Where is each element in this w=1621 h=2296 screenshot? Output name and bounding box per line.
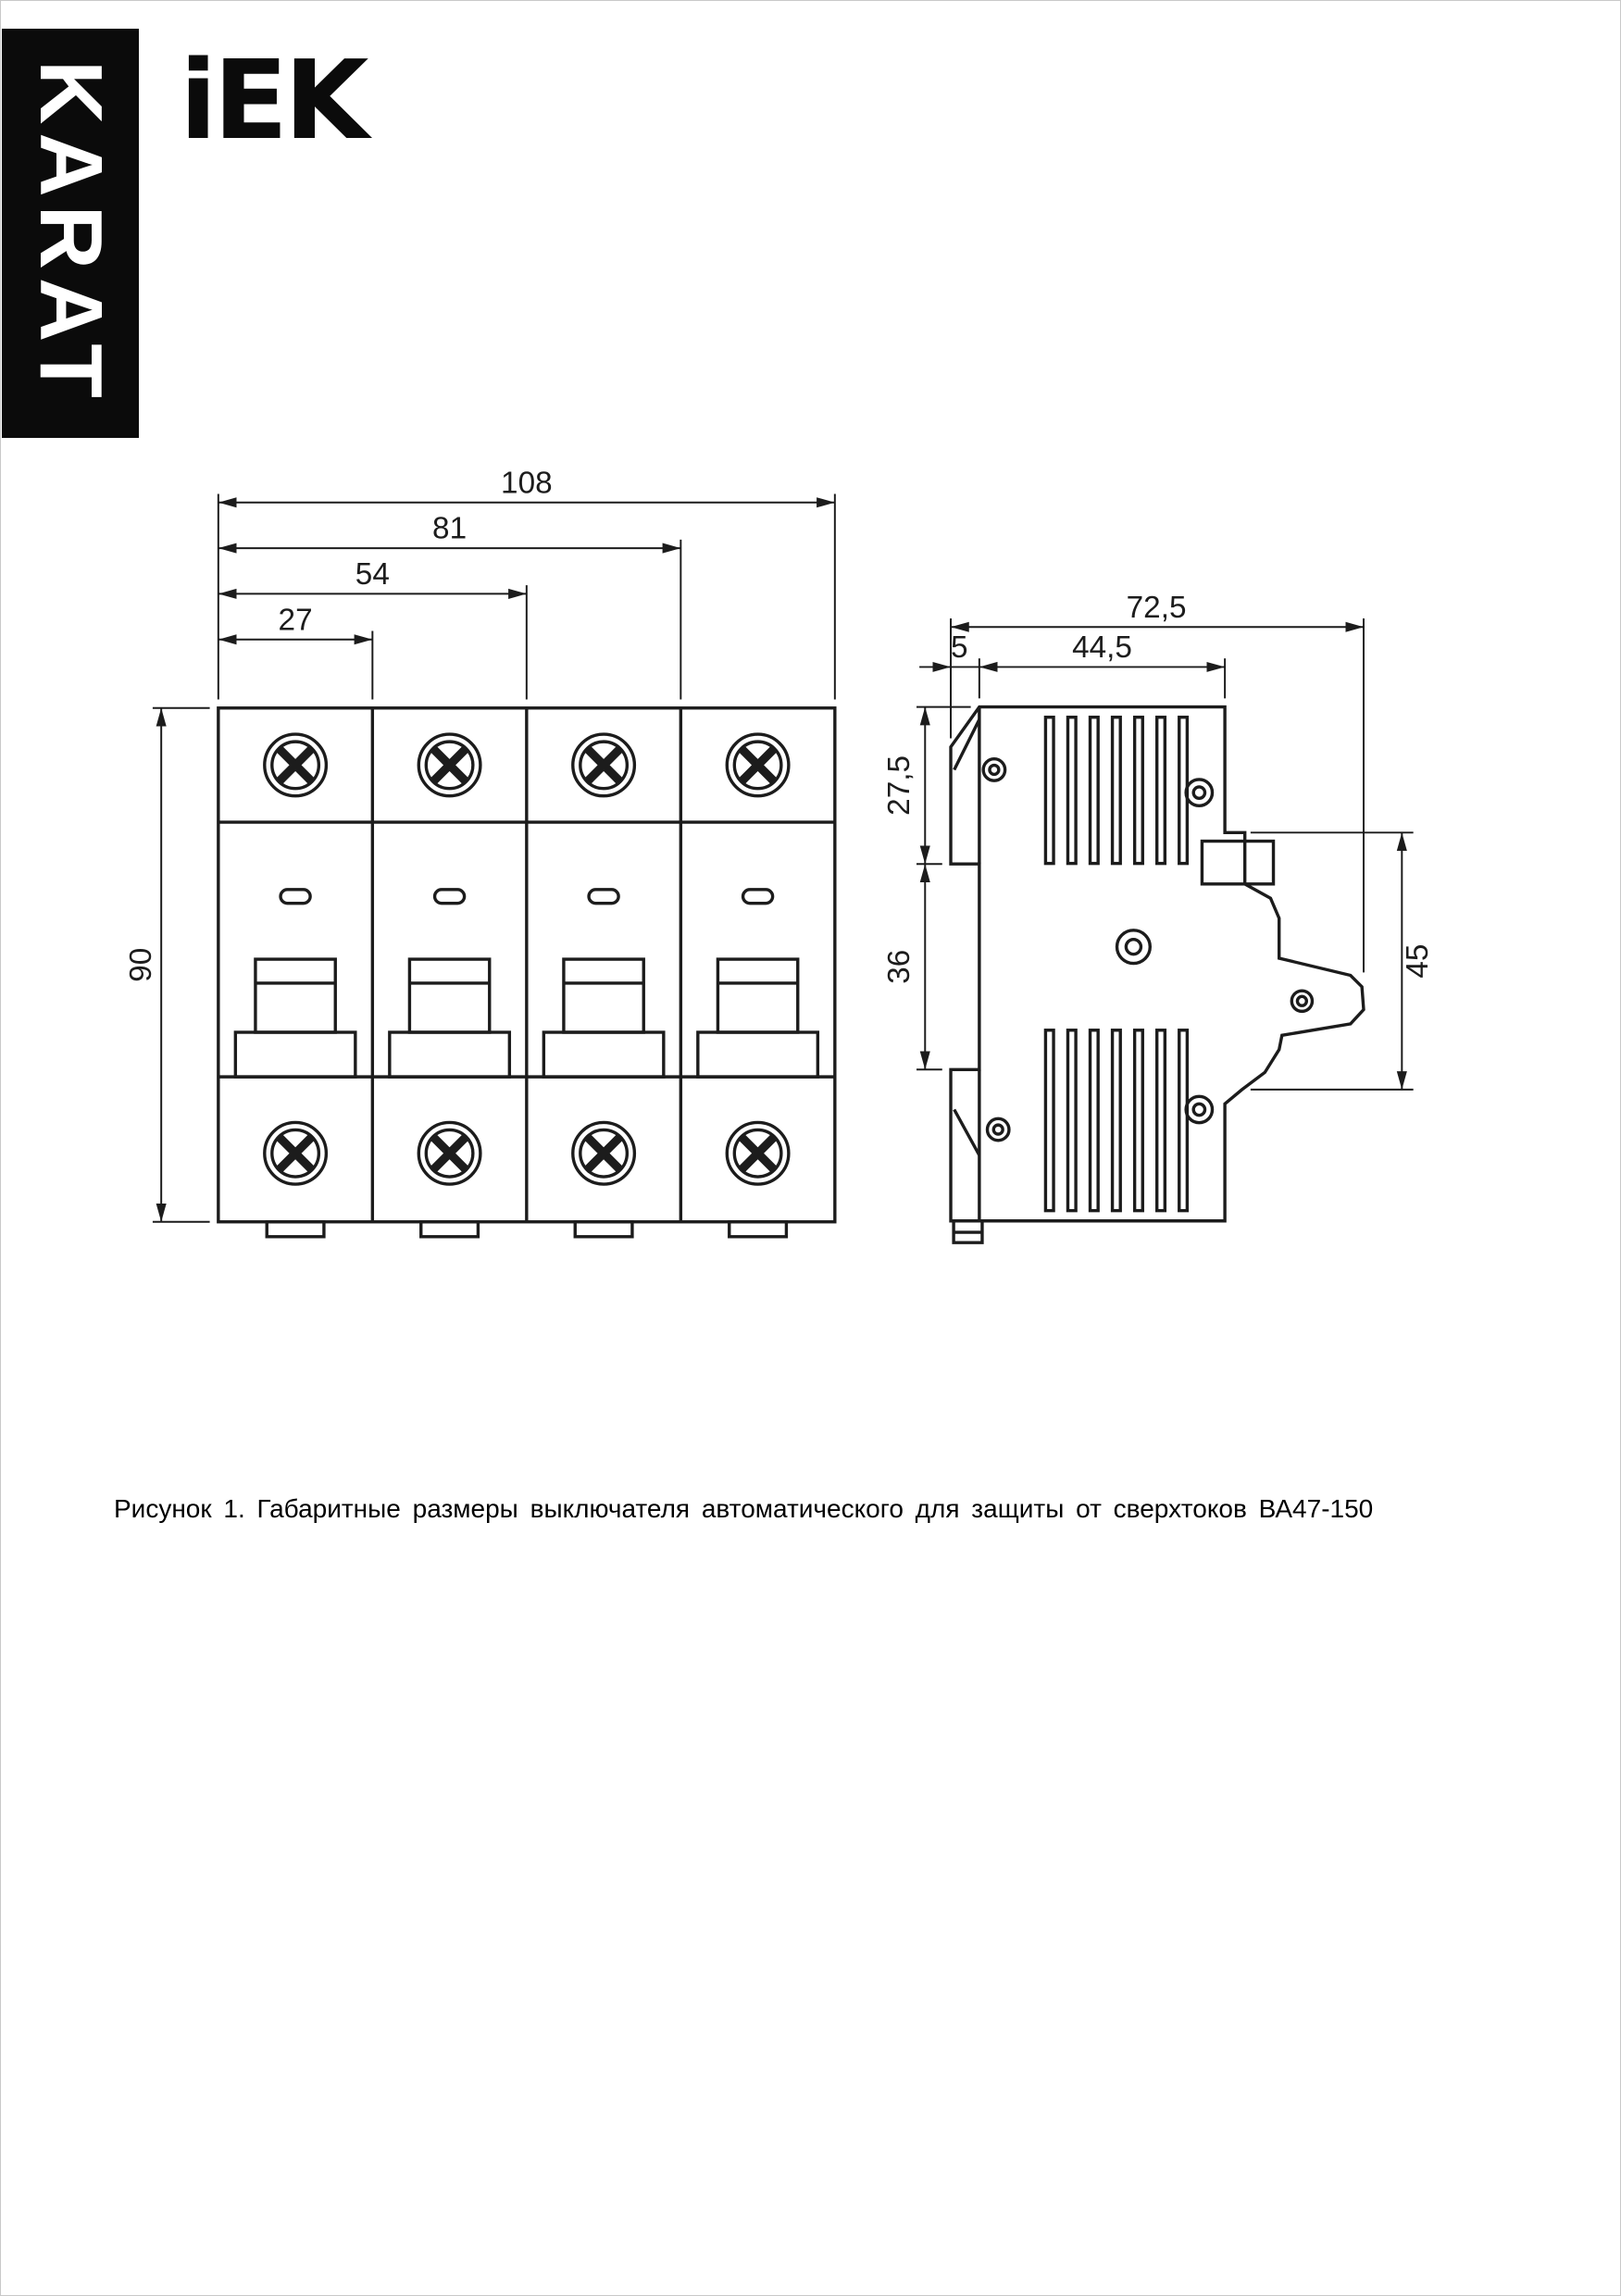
dim-label-108: 108 — [501, 466, 553, 500]
karat-banner: KARAT — [2, 29, 139, 438]
breaker-side-body — [949, 705, 1365, 1244]
pole-2 — [390, 734, 510, 1237]
dim-label-81: 81 — [432, 512, 467, 546]
dim-label-27-5: 27,5 — [882, 755, 916, 816]
dim-label-5: 5 — [951, 630, 968, 665]
iek-logo: iEK — [180, 36, 368, 164]
dim-label-45: 45 — [1401, 944, 1435, 979]
pole-4 — [698, 734, 818, 1237]
terminal-screw-top — [1184, 778, 1215, 808]
side-view-drawing: 72,5 44,5 5 27,5 36 45 — [882, 591, 1435, 1244]
dim-label-36: 36 — [882, 950, 916, 984]
din-clip-release-tab — [952, 1220, 984, 1244]
label-plate — [1200, 839, 1276, 886]
top-clip-edge — [953, 718, 981, 771]
bottom-clip-edge — [953, 1108, 981, 1156]
dim-label-72-5: 72,5 — [1127, 591, 1187, 625]
dim-label-44-5: 44,5 — [1072, 630, 1132, 665]
dim-label-27: 27 — [279, 603, 313, 637]
pole-3 — [543, 734, 663, 1237]
din-clip-screw-bottom — [985, 1117, 1011, 1142]
terminal-screw-bottom — [1184, 1094, 1215, 1125]
figure-caption: Рисунок 1. Габаритные размеры выключател… — [114, 1494, 1374, 1523]
dim-label-54: 54 — [355, 557, 390, 592]
front-view-drawing: 27 54 81 108 90 — [124, 466, 837, 1251]
breaker-front-body — [217, 706, 837, 1237]
side-view-dimensions: 72,5 44,5 5 27,5 36 45 — [882, 591, 1435, 1091]
toggle-lever-pivot — [1290, 989, 1315, 1014]
pole-1 — [235, 734, 355, 1237]
center-screw — [1115, 929, 1152, 966]
front-view-dimensions: 27 54 81 108 90 — [124, 466, 836, 1223]
karat-banner-text: KARAT — [21, 60, 120, 406]
dim-label-90: 90 — [124, 948, 158, 982]
vent-slots-bottom — [1043, 1029, 1190, 1213]
vent-slots-top — [1043, 716, 1190, 866]
din-clip-screw-top — [981, 757, 1007, 782]
